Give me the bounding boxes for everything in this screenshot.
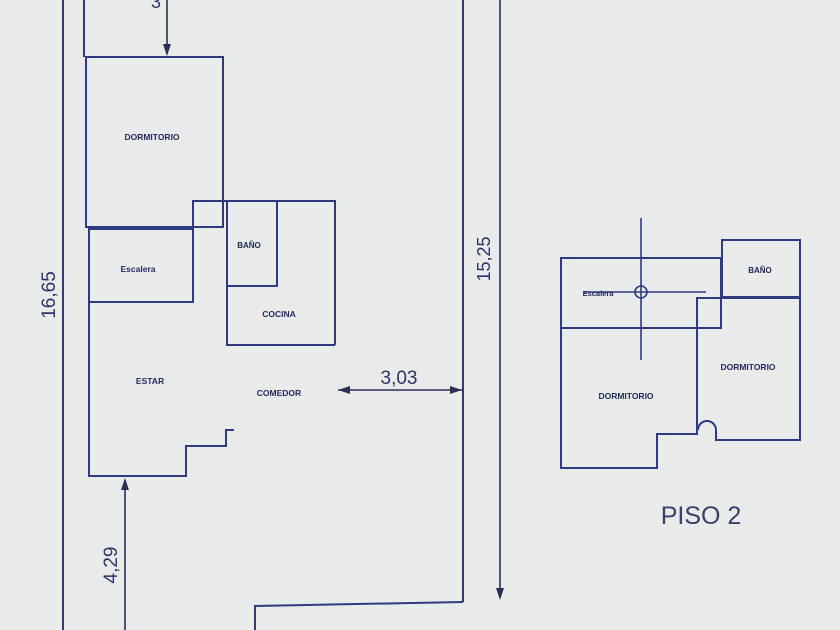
floor2-dormitorio-right-outline — [697, 297, 801, 441]
front-arrow-icon — [121, 478, 129, 490]
front-setback-text: 4,29 — [101, 547, 122, 584]
floor2-escalera-label: Escalera — [583, 289, 615, 298]
side-arrow-left-icon — [338, 386, 350, 394]
right-total-dimension-text: 15,25 — [474, 236, 494, 281]
floor2-dormitorio-right-label: DORMITORIO — [720, 362, 775, 372]
escalera-label: Escalera — [121, 264, 156, 274]
dormitorio-label: DORMITORIO — [124, 132, 179, 142]
floor2-bano-label: BAÑO — [748, 266, 772, 275]
estar-label: ESTAR — [136, 376, 164, 386]
escalera-room — [88, 228, 194, 303]
left-total-dimension-text: 16,65 — [39, 271, 60, 319]
floor1-dimensions — [121, 0, 504, 630]
floor1-labels: DORMITORIO Escalera BAÑO COCINA ESTAR CO… — [39, 0, 494, 583]
dormitorio-room — [85, 56, 224, 228]
floor1-walls — [85, 56, 336, 477]
cocina-outline — [226, 286, 335, 346]
floor2-title: PISO 2 — [661, 502, 742, 530]
bano-label: BAÑO — [237, 241, 261, 250]
floor2-plan: Escalera BAÑO DORMITORIO DORMITORIO PISO… — [560, 218, 801, 530]
lot-bottom-line — [254, 601, 464, 630]
comedor-label: COMEDOR — [257, 388, 301, 398]
floor2-dormitorio-left-label: DORMITORIO — [598, 391, 653, 401]
estar-comedor-outline — [88, 302, 234, 477]
top-arrow-icon — [163, 44, 171, 56]
top-dimension-text: 3 — [151, 0, 161, 12]
side-arrow-right-icon — [450, 386, 462, 394]
right-total-arrow-icon — [496, 588, 504, 600]
core-outline — [192, 200, 336, 345]
lot-boundary — [62, 0, 464, 630]
floor2-axis-marker-icon — [634, 285, 648, 299]
side-setback-text: 3,03 — [381, 368, 418, 389]
cocina-label: COCINA — [262, 309, 296, 319]
